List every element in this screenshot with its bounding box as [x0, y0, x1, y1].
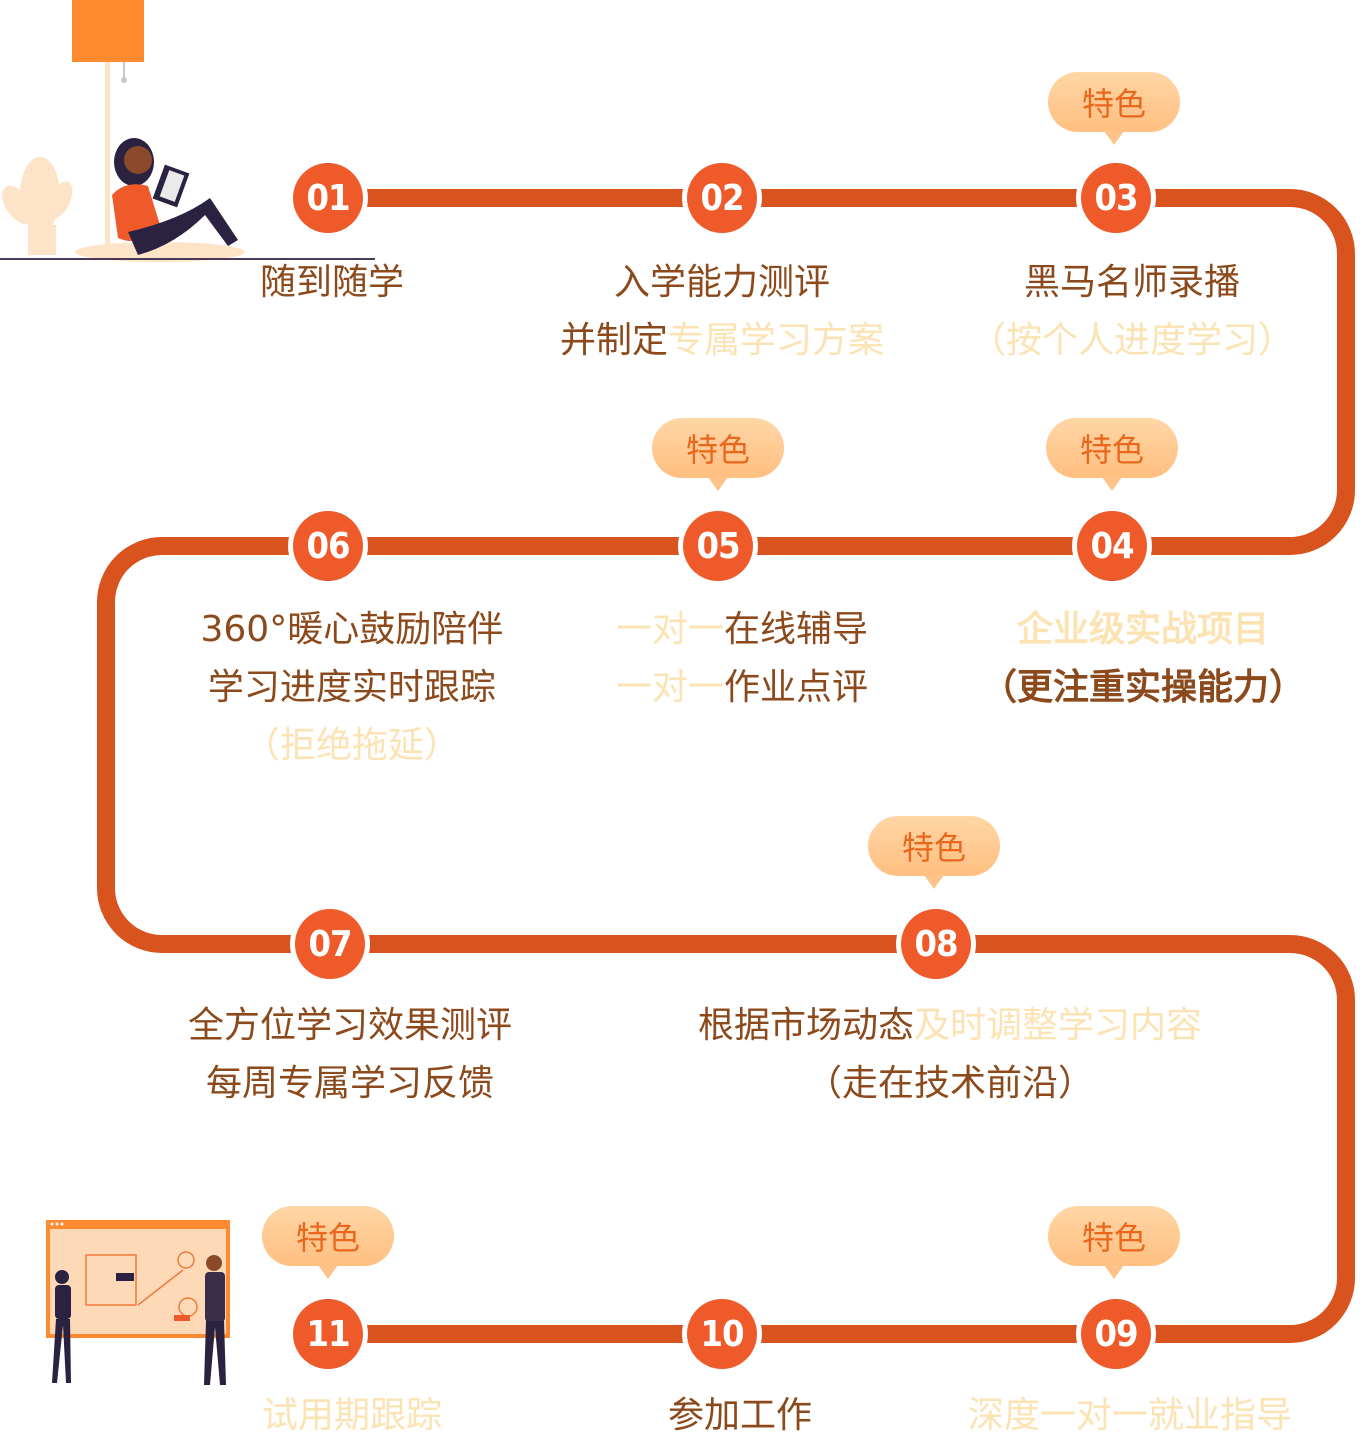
step-text-segment: 专属学习方案 [668, 320, 885, 361]
feature-tag-05: 特色 [652, 418, 784, 491]
whiteboard-team-illustration [46, 1220, 230, 1385]
step-text-line: 根据市场动态及时调整学习内容 [698, 997, 1202, 1055]
step-text-line: 每周专属学习反馈 [188, 1055, 512, 1113]
step-text-segment: （拒绝拖延） [243, 725, 460, 766]
step-text-line: （按个人进度学习） [970, 312, 1294, 370]
step-text-segment: 黑马名师录播 [1024, 262, 1241, 303]
step-text-segment: （更注重实操能力） [981, 667, 1306, 708]
feature-tag-08: 特色 [868, 816, 1000, 889]
step-text-02: 入学能力测评并制定专属学习方案 [560, 254, 884, 370]
feature-tag-09: 特色 [1048, 1206, 1180, 1279]
step-text-line: （拒绝拖延） [201, 717, 504, 775]
step-text-05: 一对一在线辅导一对一作业点评 [616, 601, 868, 717]
step-text-segment: 及时调整学习内容 [914, 1005, 1203, 1046]
step-text-10: 参加工作 [668, 1387, 812, 1445]
step-text-line: 学习进度实时跟踪 [201, 659, 504, 717]
step-text-segment: 企业级实战项目 [1017, 609, 1270, 650]
step-text-04: 企业级实战项目 （更注重实操能力） [981, 601, 1305, 717]
step-text-segment: 每周专属学习反馈 [206, 1063, 495, 1104]
step-node-04: 04 [1077, 511, 1147, 581]
step-text-line: 一对一在线辅导 [616, 601, 868, 659]
step-text-line: 全方位学习效果测评 [188, 997, 512, 1055]
step-text-line: 深度一对一就业指导 [968, 1387, 1292, 1445]
step-text-line: 企业级实战项目 [981, 601, 1305, 659]
step-text-segment: 360°暖心鼓励陪伴 [200, 609, 504, 650]
step-text-01: 随到随学 [260, 254, 404, 312]
step-text-segment: 根据市场动态 [698, 1005, 915, 1046]
step-text-segment: （走在技术前沿） [806, 1063, 1095, 1104]
step-text-line: 随到随学 [260, 254, 404, 312]
step-text-line: 一对一作业点评 [616, 659, 868, 717]
step-node-09: 09 [1081, 1299, 1151, 1369]
step-node-06: 06 [293, 511, 363, 581]
step-text-segment: 一对一 [616, 667, 725, 708]
step-text-segment: 随到随学 [260, 262, 405, 303]
step-text-line: （更注重实操能力） [981, 659, 1305, 717]
step-node-07: 07 [295, 909, 365, 979]
step-text-08: 根据市场动态及时调整学习内容 （走在技术前沿） [698, 997, 1202, 1113]
step-node-02: 02 [687, 163, 757, 233]
step-node-03: 03 [1081, 163, 1151, 233]
feature-tag-04: 特色 [1046, 418, 1178, 491]
step-text-11: 试用期跟踪 [262, 1387, 442, 1445]
step-text-segment: 全方位学习效果测评 [188, 1005, 513, 1046]
step-text-segment: 入学能力测评 [614, 262, 831, 303]
reading-woman-illustration [0, 0, 375, 262]
step-node-10: 10 [687, 1299, 757, 1369]
step-text-segment: 参加工作 [668, 1395, 813, 1436]
step-text-line: 试用期跟踪 [262, 1387, 442, 1445]
step-text-segment: 作业点评 [724, 667, 869, 708]
step-text-segment: 深度一对一就业指导 [968, 1395, 1293, 1436]
step-text-06: 360°暖心鼓励陪伴学习进度实时跟踪 （拒绝拖延） [201, 601, 504, 775]
step-text-03: 黑马名师录播 （按个人进度学习） [970, 254, 1294, 370]
step-text-segment: （按个人进度学习） [970, 320, 1295, 361]
step-text-07: 全方位学习效果测评每周专属学习反馈 [188, 997, 512, 1113]
step-node-01: 01 [293, 163, 363, 233]
step-text-segment: 学习进度实时跟踪 [207, 667, 496, 708]
step-text-line: 并制定专属学习方案 [560, 312, 884, 370]
step-text-line: 360°暖心鼓励陪伴 [201, 601, 504, 659]
step-text-line: （走在技术前沿） [698, 1055, 1202, 1113]
step-node-11: 11 [293, 1299, 363, 1369]
feature-tag-03: 特色 [1048, 72, 1180, 145]
step-text-segment: 一对一 [616, 609, 725, 650]
step-text-line: 参加工作 [668, 1387, 812, 1445]
step-text-line: 入学能力测评 [560, 254, 884, 312]
step-text-segment: 试用期跟踪 [262, 1395, 443, 1436]
step-text-09: 深度一对一就业指导 [968, 1387, 1292, 1445]
step-node-05: 05 [683, 511, 753, 581]
step-text-line: 黑马名师录播 [970, 254, 1294, 312]
step-node-08: 08 [901, 909, 971, 979]
feature-tag-11: 特色 [262, 1206, 394, 1279]
step-text-segment: 并制定 [560, 320, 669, 361]
step-text-segment: 在线辅导 [724, 609, 869, 650]
